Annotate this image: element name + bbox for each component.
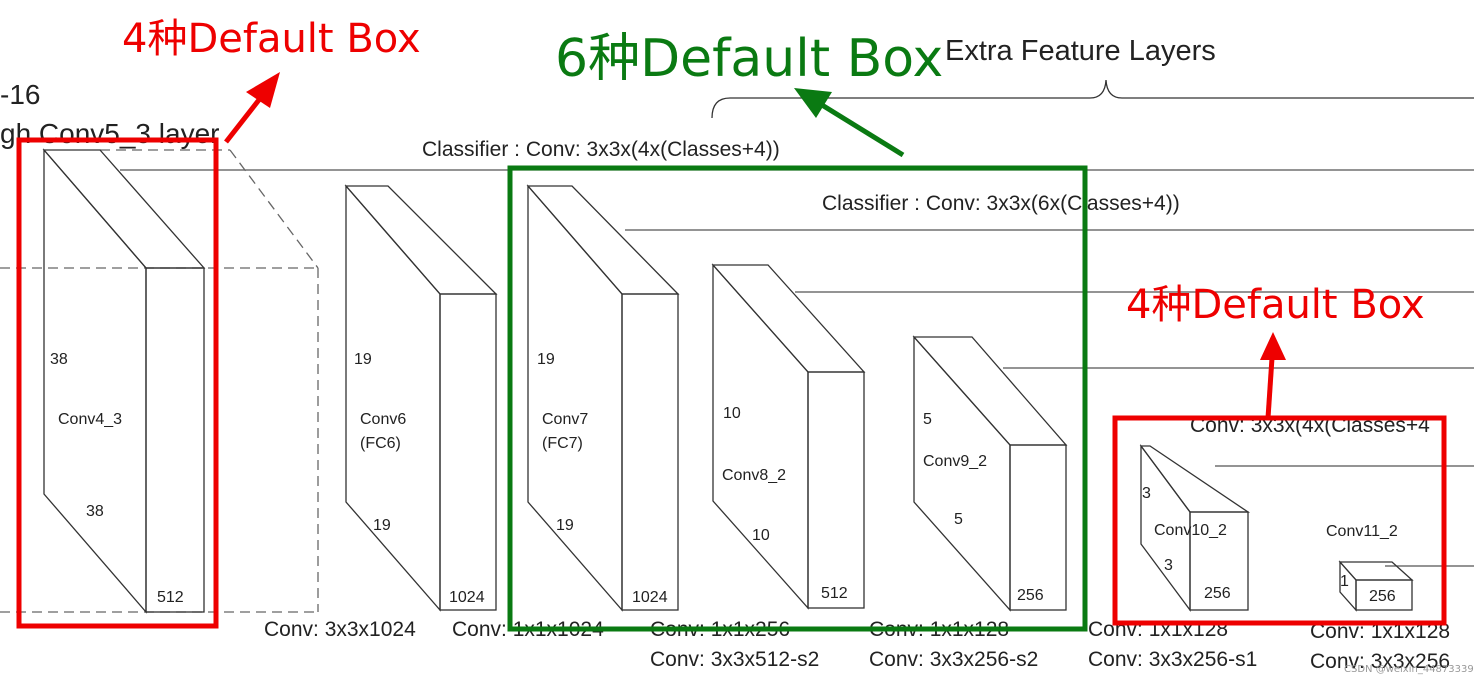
conv10-2-depth: 256 — [1204, 585, 1231, 602]
conv8-2-depth: 512 — [821, 585, 848, 602]
arrow-right — [1260, 332, 1286, 419]
classifier-second-label: Classifier : Conv: 3x3x(6x(Classes+4)) — [822, 192, 1180, 215]
conv9-2-height: 5 — [923, 411, 932, 428]
conv7-width: 19 — [556, 517, 574, 534]
highlight-box-left — [16, 137, 219, 629]
arrow-middle — [794, 88, 905, 158]
conv9-2-depth: 256 — [1017, 587, 1044, 604]
layer-conv7 — [526, 184, 680, 612]
conv6-width: 19 — [373, 517, 391, 534]
op-conv6: Conv: 3x3x1024 — [264, 618, 416, 641]
conv9-2-name: Conv9_2 — [923, 453, 987, 470]
conv4-3-height: 38 — [50, 351, 68, 368]
layer-conv8-2 — [711, 263, 866, 610]
conv6-height: 19 — [354, 351, 372, 368]
op-conv11-1: Conv: 1x1x128 — [1310, 620, 1450, 643]
conv11-2-height: 1 — [1340, 573, 1349, 590]
conv10-2-height: 3 — [1142, 485, 1151, 502]
layer-conv10-2 — [1139, 444, 1251, 612]
conv4-3-width: 38 — [86, 503, 104, 520]
annotation-right-label: 4种Default Box — [1126, 282, 1425, 328]
vgg-label-line1: -16 — [0, 79, 40, 110]
op-conv10-2: Conv: 3x3x256-s1 — [1088, 648, 1257, 671]
conv7-height: 19 — [537, 351, 555, 368]
conv4-3-name: Conv4_3 — [58, 411, 122, 428]
layer-conv11-2 — [1338, 560, 1414, 612]
watermark: CSDN @weixin_44873339 — [1344, 664, 1474, 675]
conv7-name: Conv7 — [542, 411, 588, 428]
layer-conv4-3 — [42, 148, 206, 614]
op-conv9-2: Conv: 3x3x256-s2 — [869, 648, 1038, 671]
conv6-name: Conv6 — [360, 411, 406, 428]
annotation-middle-label: 6种Default Box — [555, 29, 943, 89]
vgg-dashed-volume — [0, 149, 319, 613]
conv6-sub: (FC6) — [360, 435, 401, 452]
conv6-depth: 1024 — [449, 589, 485, 606]
conv8-2-height: 10 — [723, 405, 741, 422]
conv11-2-name: Conv11_2 — [1326, 523, 1398, 540]
op-conv11-2: Conv: 3x3x256 — [1310, 650, 1450, 673]
conv11-2-depth: 256 — [1369, 588, 1396, 605]
conv7-depth: 1024 — [632, 589, 668, 606]
conv10-2-name: Conv10_2 — [1154, 522, 1227, 539]
classifier-top-label: Classifier : Conv: 3x3x(4x(Classes+4)) — [422, 138, 780, 161]
layer-conv9-2 — [912, 335, 1068, 612]
conv8-2-name: Conv8_2 — [722, 467, 786, 484]
vgg-label-line2: gh Conv5_3 layer — [0, 118, 219, 149]
extra-layers-brace — [711, 79, 1474, 119]
highlight-box-middle — [507, 165, 1088, 632]
annotation-left-label: 4种Default Box — [122, 16, 421, 62]
conv9-2-width: 5 — [954, 511, 963, 528]
conv10-2-width: 3 — [1164, 557, 1173, 574]
conv7-sub: (FC7) — [542, 435, 583, 452]
conv8-2-width: 10 — [752, 527, 770, 544]
op-conv8-2: Conv: 3x3x512-s2 — [650, 648, 819, 671]
conv4-3-depth: 512 — [157, 589, 184, 606]
layer-conv6 — [344, 184, 498, 612]
arrow-left — [224, 72, 280, 144]
highlight-box-right — [1112, 415, 1447, 626]
extra-feature-layers-title: Extra Feature Layers — [945, 35, 1216, 67]
